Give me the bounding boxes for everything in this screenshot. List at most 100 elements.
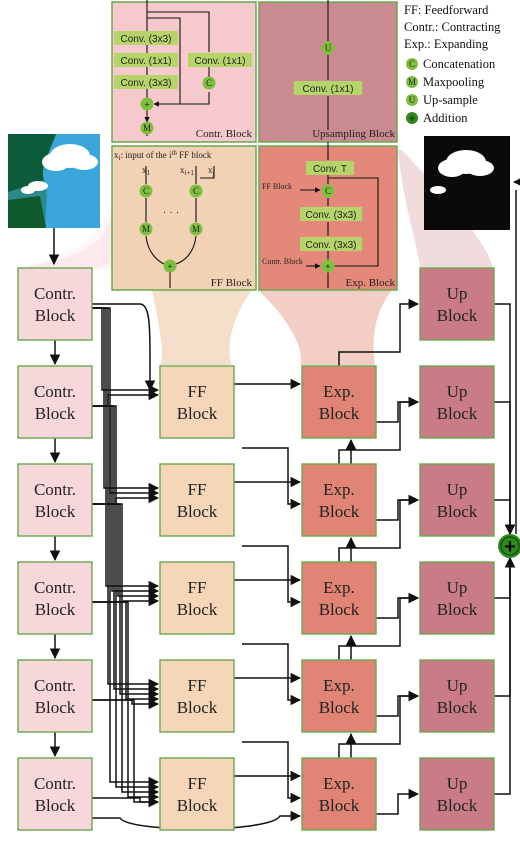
ff-add-op-label: +: [167, 262, 172, 272]
ff-panel-bg: [111, 145, 257, 291]
exp-block-4-label-2: Block: [319, 698, 360, 717]
legend-ff: FF: Feedforward: [404, 3, 489, 17]
exp-block-4-label-1: Exp.: [323, 676, 355, 695]
legend-add-icon: [406, 112, 418, 124]
sum-symbol: +: [504, 536, 516, 558]
concat-op: [202, 76, 216, 90]
exp-block-5-label-1: Exp.: [323, 774, 355, 793]
exp-add-op-label: +: [325, 262, 330, 272]
ff-add-op: [163, 259, 177, 273]
sum-node: +: [498, 534, 520, 558]
contr-block-3-label-1: Contr.: [34, 578, 76, 597]
skip-to-exp-4: [242, 643, 302, 706]
up-block-4: [419, 659, 495, 733]
contr-block-1-label-2: Block: [35, 404, 76, 423]
up-block-2: [419, 463, 495, 537]
skip-to-exp-2: [242, 447, 302, 510]
contr-block-0-label-2: Block: [35, 306, 76, 325]
legend-maxpool-symbol: M: [408, 77, 416, 87]
ff-block-2: [159, 463, 235, 537]
exp-input-ff: FF Block: [262, 182, 292, 191]
add-op-label: +: [144, 100, 149, 110]
up-5-to-sum: [494, 556, 516, 795]
ff-block-1-label-2: Block: [177, 404, 218, 423]
block-grid: Contr.BlockUpBlockContr.BlockUpBlockFFBl…: [17, 267, 495, 831]
up-block-0-label-2: Block: [437, 306, 478, 325]
conv-3x3-a: [114, 31, 178, 45]
ff-detail-panel: xi: input of the ith FF block x1 xi+1 xj…: [111, 145, 257, 291]
ff-caption: xi: input of the ith FF block: [114, 149, 212, 162]
ff-maxpool-2: [189, 222, 203, 236]
contr-block-4-label-2: Block: [35, 698, 76, 717]
contr-1-to-ff-1: [92, 389, 160, 407]
contr-block-0-label-1: Contr.: [34, 284, 76, 303]
ff-maxpool-2-label: M: [192, 224, 200, 234]
ff-maxpool-1: [139, 222, 153, 236]
up-1-to-sum: [494, 401, 516, 536]
contr-block-5: [17, 757, 93, 831]
upsample-op: [321, 41, 335, 55]
ff-block-1-label-1: FF: [188, 382, 207, 401]
upsample-op-label: U: [325, 43, 332, 53]
up-block-0: [419, 267, 495, 341]
up-block-1-label-1: Up: [447, 382, 468, 401]
skip-to-exp-5: [242, 741, 302, 804]
contr-block-1: [17, 365, 93, 439]
legend-maxpool-label: Maxpooling: [423, 75, 485, 89]
up-conv: [294, 81, 362, 95]
legend-upsample-label: Up-sample: [423, 93, 478, 107]
up-block-3-label-2: Block: [437, 600, 478, 619]
exp-1-to-up-0: [338, 298, 420, 366]
exp-conv-3x3-a-label: Conv. (3x3): [306, 210, 357, 221]
contr-1-to-ff-4: [92, 405, 160, 695]
exp-input-contr: Contr. Block: [262, 257, 303, 266]
ff-concat-1: [139, 184, 153, 198]
contr-2-to-ff-4: [92, 503, 160, 700]
up-3-to-sum: [494, 556, 516, 599]
ff-block-1: [159, 365, 235, 439]
exp-block-4: [301, 659, 377, 733]
up-block-2-label-1: Up: [447, 480, 468, 499]
contr-2-to-ff-5: [92, 503, 160, 798]
output-mask-image: [424, 136, 510, 230]
contr-block-2-label-1: Contr.: [34, 480, 76, 499]
contr-block-3: [17, 561, 93, 635]
up-block-1: [419, 365, 495, 439]
up-block-5: [419, 757, 495, 831]
legend-upsample-symbol: U: [409, 95, 416, 105]
conv-3x3-a-label: Conv. (3x3): [121, 34, 172, 45]
up-block-5-label-1: Up: [447, 774, 468, 793]
concat-op-label: C: [206, 78, 212, 88]
conv-3x3-b-label: Conv. (3x3): [121, 78, 172, 89]
legend: FF: Feedforward Contr.: Contracting Exp.…: [404, 3, 501, 125]
exp-panel-title: Exp. Block: [346, 277, 396, 289]
ff-block-3-label-2: Block: [177, 600, 218, 619]
ff-maxpool-1-label: M: [142, 224, 150, 234]
up-block-0-label-1: Up: [447, 284, 468, 303]
connections: [49, 190, 517, 830]
legend-maxpool-icon: [406, 76, 418, 88]
exp-3-to-up-3: [376, 592, 420, 619]
exp-block-5-label-2: Block: [319, 796, 360, 815]
exp-concat-op-label: C: [325, 186, 331, 196]
conv-1x1-a: [114, 53, 178, 67]
legend-contr: Contr.: Contracting: [404, 20, 501, 34]
ff-block-2-label-2: Block: [177, 502, 218, 521]
skip-to-exp-3: [242, 545, 302, 608]
exp-block-5: [301, 757, 377, 831]
exp-conv-3x3-b: [300, 237, 362, 251]
contr-block-4: [17, 659, 93, 733]
exp-block-1: [301, 365, 377, 439]
contr-panel-title: Contr. Block: [196, 128, 253, 140]
up-block-3: [419, 561, 495, 635]
ff-block-3-label-1: FF: [188, 578, 207, 597]
contr-2-to-ff-2: [92, 492, 160, 505]
up-block-2-label-2: Block: [437, 502, 478, 521]
ff-block-2-label-1: FF: [188, 480, 207, 499]
conv-1x1-b-label: Conv. (1x1): [195, 56, 246, 67]
up-block-4-label-1: Up: [447, 676, 468, 695]
ff-dots: · · ·: [163, 207, 180, 219]
exp-2-to-up-2: [376, 494, 420, 521]
conv-1x1-a-label: Conv. (1x1): [121, 56, 172, 67]
